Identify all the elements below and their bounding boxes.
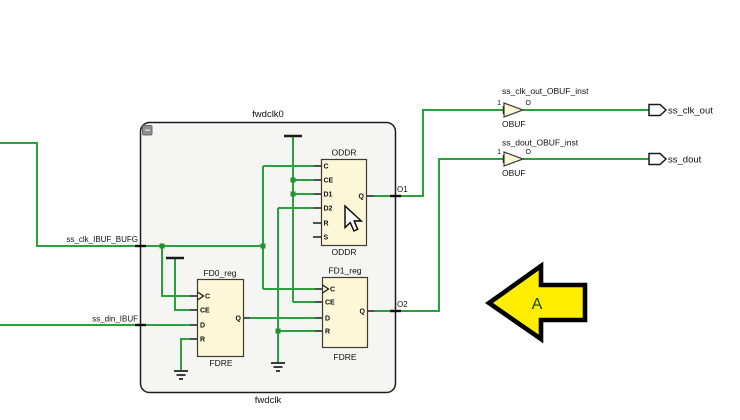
port-ss-clk-out[interactable] xyxy=(648,103,668,117)
net-label-ss-clk: ss_clk_IBUF_BUFG xyxy=(66,235,138,244)
obuf2-type-label: OBUF xyxy=(502,168,526,178)
svg-text:R: R xyxy=(200,337,205,344)
obuf1-type-label: OBUF xyxy=(502,119,526,129)
mouse-pointer-icon xyxy=(344,204,364,232)
wire-junctions xyxy=(159,177,296,334)
svg-text:R: R xyxy=(325,329,330,336)
svg-text:CE: CE xyxy=(200,308,210,315)
obuf-ss-dout[interactable] xyxy=(503,151,525,167)
output-port-icon[interactable] xyxy=(648,152,668,166)
obuf-ss-clk-out[interactable] xyxy=(503,102,525,118)
fd0-name-label: FD0_reg xyxy=(203,268,236,278)
output-port-icon[interactable] xyxy=(648,103,668,117)
svg-text:CE: CE xyxy=(325,300,335,307)
fd1-pin-labels: C CE D R Q xyxy=(325,287,366,336)
module-entity-label: fwdclk xyxy=(255,395,282,406)
port-label-o1: O1 xyxy=(397,185,408,194)
wire-vcc-left-stem[interactable] xyxy=(174,259,190,311)
svg-text:D: D xyxy=(200,323,205,330)
svg-text:Q: Q xyxy=(359,194,365,201)
obuf1-pin-in-label: 1 xyxy=(497,100,501,107)
gnd-symbol-center xyxy=(271,362,285,372)
svg-text:C: C xyxy=(324,164,329,171)
svg-text:CE: CE xyxy=(324,178,334,185)
oddr-pin-labels: C CE D1 D2 R S Q xyxy=(324,164,365,242)
obuf1-instance-label: ss_clk_out_OBUF_inst xyxy=(502,86,589,96)
net-label-ss-din: ss_din_IBUF xyxy=(92,315,138,324)
collapse-button[interactable] xyxy=(142,125,153,136)
module-instance-label: fwdclk0 xyxy=(252,109,284,120)
svg-text:R: R xyxy=(324,221,329,228)
annotation-letter: A xyxy=(532,296,543,313)
svg-text:Q: Q xyxy=(236,316,242,323)
gnd-symbol-left xyxy=(174,370,188,380)
oddr-name-label: ODDR xyxy=(331,148,356,158)
svg-text:C: C xyxy=(330,287,335,294)
wire-o2[interactable] xyxy=(374,158,503,312)
port-name-ss-clk-out: ss_clk_out xyxy=(668,106,713,117)
buffer-triangle-icon[interactable] xyxy=(503,151,525,167)
net-labels: ss_clk_IBUF_BUFG ss_din_IBUF O1 O2 xyxy=(66,185,408,324)
obuf2-instance-label: ss_dout_OBUF_inst xyxy=(502,138,579,148)
port-label-o2: O2 xyxy=(397,300,408,309)
wire-clk-to-fd0-c[interactable] xyxy=(161,246,190,297)
oddr-type-label: ODDR xyxy=(331,247,356,257)
fd1-name-label: FD1_reg xyxy=(328,266,361,276)
fd0-type-label: FDRE xyxy=(209,358,232,368)
svg-text:D1: D1 xyxy=(324,192,333,199)
fd1-reg-block[interactable] xyxy=(321,276,369,349)
oddr-block[interactable] xyxy=(320,158,368,247)
svg-text:D: D xyxy=(325,316,330,323)
obuf2-pin-in-label: 1 xyxy=(497,149,501,156)
annotation-arrow-a: A xyxy=(484,261,588,344)
wire-fd0-r-to-gnd[interactable] xyxy=(180,338,190,370)
left-arrow-icon xyxy=(484,261,588,344)
fd1-clock-caret-icon xyxy=(322,284,330,294)
svg-text:Q: Q xyxy=(360,309,366,316)
fd1-type-label: FDRE xyxy=(333,352,356,362)
port-name-ss-dout: ss_dout xyxy=(668,155,702,166)
fd0-pin-labels: C CE D R Q xyxy=(200,294,242,344)
svg-text:D2: D2 xyxy=(324,206,333,213)
wire-ss-clk-ibuf-bufg[interactable] xyxy=(0,142,263,247)
fd0-clock-caret-icon xyxy=(197,291,205,301)
obuf2-pin-out-label: O xyxy=(526,149,532,156)
obuf1-pin-out-label: O xyxy=(526,100,532,107)
buffer-triangle-icon[interactable] xyxy=(503,102,525,118)
fd0-reg-block[interactable] xyxy=(196,278,245,358)
pin-stubs xyxy=(190,106,505,340)
svg-text:C: C xyxy=(205,294,210,301)
svg-text:S: S xyxy=(324,235,329,242)
module-boundary-pins[interactable] xyxy=(135,194,401,327)
port-ss-dout[interactable] xyxy=(648,152,668,166)
